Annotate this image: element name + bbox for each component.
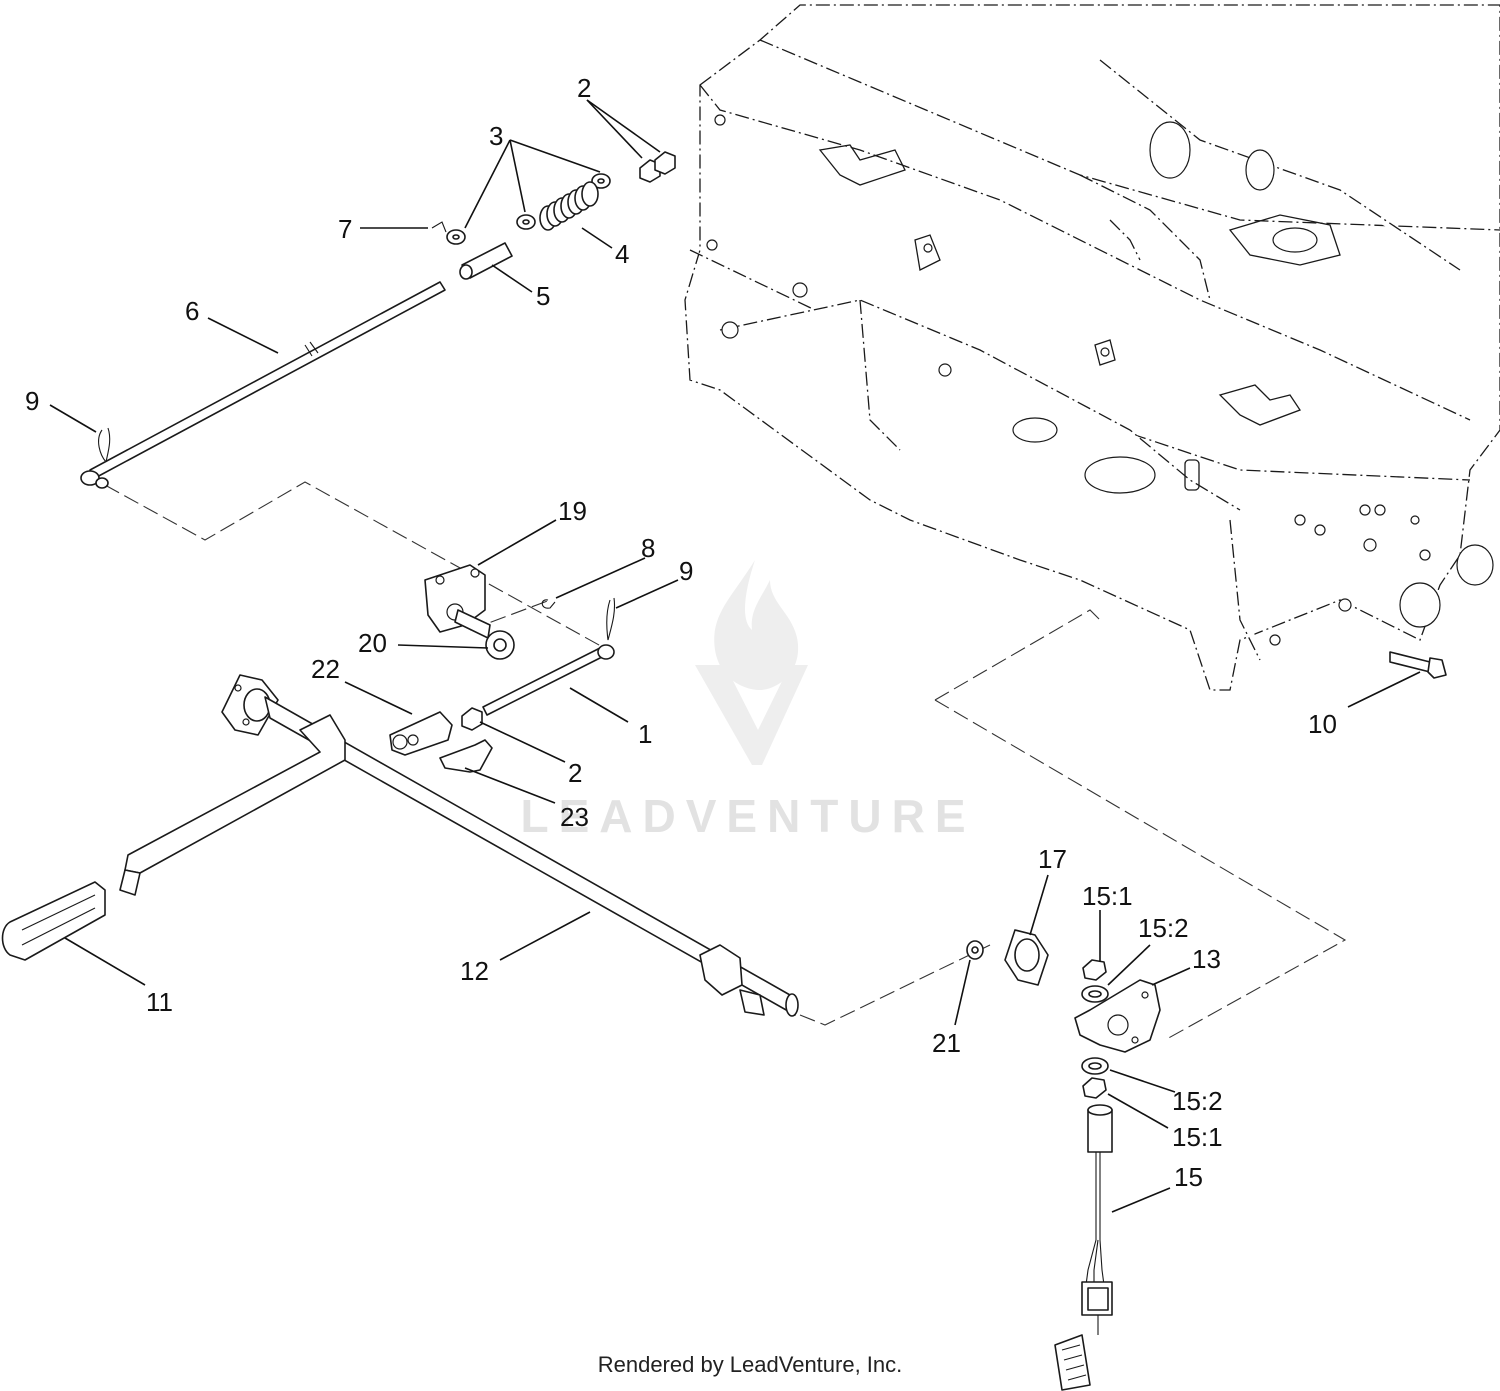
- callout-7: 7: [338, 214, 352, 244]
- bolt-10: [1389, 651, 1447, 679]
- callout-17: 17: [1038, 844, 1067, 874]
- callout-1: 1: [638, 719, 652, 749]
- rod-6: [89, 281, 446, 479]
- switch-15: [1087, 1109, 1113, 1153]
- callout-15-2-bot: 15:2: [1172, 1086, 1223, 1116]
- upper-rod-assembly: [80, 151, 676, 489]
- callout-4: 4: [615, 239, 629, 269]
- callout-15-1-bot: 15:1: [1172, 1122, 1223, 1152]
- callout-10: 10: [1308, 709, 1337, 739]
- callout-21: 21: [932, 1028, 961, 1058]
- callout-2-mid: 2: [568, 758, 582, 788]
- pedal-shaft-assembly: [1, 674, 799, 1017]
- callout-9-top: 9: [25, 386, 39, 416]
- switch-assembly: [966, 929, 1161, 1391]
- callout-22: 22: [311, 654, 340, 684]
- callout-11: 11: [146, 987, 173, 1017]
- callout-3: 3: [489, 121, 503, 151]
- callout-15: 15: [1174, 1162, 1203, 1192]
- callout-12: 12: [460, 956, 489, 986]
- leader-lines: [49, 99, 1421, 1213]
- spring-4: [539, 181, 599, 231]
- chassis-frame: [684, 4, 1500, 691]
- pin-23: [439, 739, 493, 773]
- callout-20: 20: [358, 628, 387, 658]
- callout-5: 5: [536, 281, 550, 311]
- callout-13: 13: [1192, 944, 1221, 974]
- watermark-v-icon: [695, 665, 808, 765]
- watermark-flame-icon: [714, 560, 799, 690]
- callout-2-top: 2: [577, 73, 591, 103]
- callout-8: 8: [641, 533, 655, 563]
- pedal-pad-11: [1, 881, 106, 961]
- callout-labels: 2 3 7 4 5 6 9 19 8 9 20 22 1 2 23 10 17 …: [25, 73, 1337, 1192]
- render-credit: Rendered by LeadVenture, Inc.: [597, 1352, 903, 1377]
- callout-15-2-top: 15:2: [1138, 913, 1189, 943]
- callout-6: 6: [185, 296, 199, 326]
- callout-9-mid: 9: [679, 556, 693, 586]
- callout-23: 23: [560, 802, 589, 832]
- callout-19: 19: [558, 496, 587, 526]
- bracket-assembly: [389, 564, 616, 773]
- callout-15-1-top: 15:1: [1082, 881, 1133, 911]
- watermark-text: LEADVENTURE: [520, 790, 975, 842]
- watermark: LEADVENTURE: [520, 560, 975, 842]
